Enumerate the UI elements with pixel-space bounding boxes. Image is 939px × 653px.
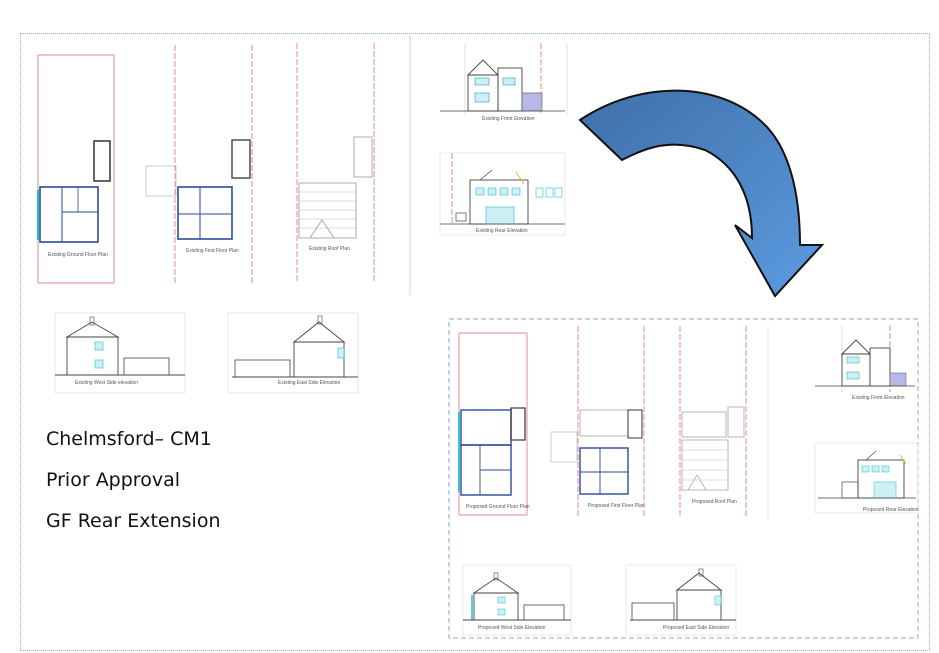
caption-project: GF Rear Extension (46, 510, 221, 532)
existing-first-floor-plan: Existing First Floor Plan (145, 45, 253, 283)
proposed-ground-floor-plan: Proposed Ground Floor Plan (458, 332, 530, 516)
existing-west-side-elevation: Existing West Side elevation (54, 312, 186, 394)
existing-front-elevation-label: Existing Front Elevation (482, 116, 535, 122)
curved-arrow (578, 89, 825, 298)
existing-roof-plan-label: Existing Roof Plan (309, 246, 350, 252)
existing-west-side-label: Existing West Side elevation (75, 380, 138, 386)
proposed-west-side-elevation: Proposed West Side Elevation (462, 564, 572, 636)
existing-east-side-elevation: Existing East Side Elevation (227, 312, 359, 394)
slide-frame (20, 33, 930, 651)
proposed-east-side-elevation: Proposed East Side Elevation (625, 564, 737, 636)
proposed-first-floor-plan: Proposed First Floor Plan (550, 326, 645, 518)
proposed-front-elevation-label: Existing Front Elevation (852, 395, 905, 401)
proposed-roof-plan: Proposed Roof Plan (679, 326, 747, 518)
proposed-west-side-label: Proposed West Side Elevation (478, 625, 546, 631)
proposed-ground-floor-label: Proposed Ground Floor Plan (466, 504, 530, 510)
proposed-front-elevation: Existing Front Elevation (815, 325, 915, 401)
proposed-first-floor-label: Proposed First Floor Plan (588, 503, 645, 509)
existing-front-elevation: Existing Front Elevation (440, 43, 568, 122)
proposed-rear-elevation-label: Proposed Rear Elevation (863, 507, 919, 513)
existing-rear-elevation-label: Existing Rear Elevation (476, 228, 528, 234)
caption-location: Chelmsford– CM1 (46, 428, 212, 450)
existing-first-floor-label: Existing First Floor Plan (186, 248, 239, 254)
existing-ground-floor-plan: Existing Ground Floor Plan (37, 54, 115, 284)
caption-application-type: Prior Approval (46, 469, 180, 491)
proposed-rear-elevation: Proposed Rear Elevation (814, 442, 919, 514)
existing-roof-plan: Existing Roof Plan (296, 43, 375, 283)
existing-east-side-label: Existing East Side Elevation (278, 380, 340, 386)
existing-rear-elevation: Existing Rear Elevation (439, 152, 566, 236)
proposed-roof-plan-label: Proposed Roof Plan (692, 499, 737, 505)
existing-ground-floor-label: Existing Ground Floor Plan (48, 252, 108, 258)
proposed-east-side-label: Proposed East Side Elevation (663, 625, 729, 631)
